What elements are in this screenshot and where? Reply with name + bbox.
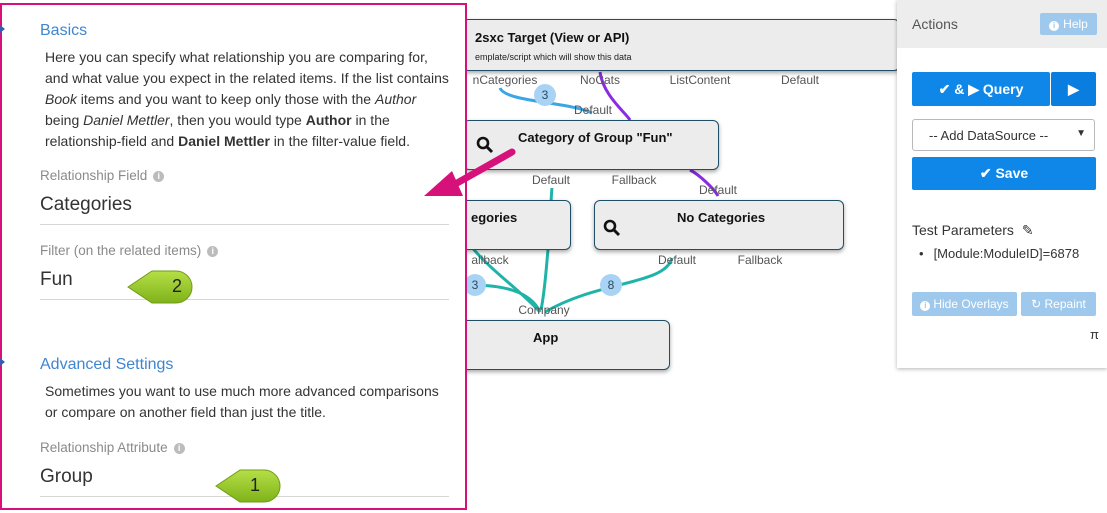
test-parameter-item: •[Module:ModuleID]=6878: [919, 246, 1080, 261]
target-port-listcontent: ListContent: [669, 73, 731, 87]
advanced-description: Sometimes you want to use much more adva…: [45, 383, 439, 420]
connection-count-badge: 3: [534, 84, 556, 106]
repaint-button[interactable]: ↻ Repaint: [1021, 292, 1096, 316]
run-query-button[interactable]: ▶: [1051, 72, 1096, 106]
category-fun-node[interactable]: Category of Group "Fun": [463, 120, 719, 170]
info-icon[interactable]: i: [153, 171, 165, 182]
callout-1: 1: [212, 466, 282, 511]
test-parameters-title: Test Parameters ✎: [912, 222, 1034, 238]
pi-easter-egg[interactable]: π: [1090, 327, 1099, 342]
filter-field-label: Filter (on the related items)i: [40, 243, 219, 258]
info-icon: i: [920, 301, 931, 311]
catfun-out-fallback: Fallback: [611, 173, 657, 187]
relationship-field-input[interactable]: Categories: [40, 194, 132, 215]
wire-teal-to-app-1: [539, 249, 550, 311]
relationship-attribute-input[interactable]: Group: [40, 466, 93, 487]
filter-value-input[interactable]: Fun: [40, 269, 73, 290]
connection-count-badge: 8: [600, 274, 622, 296]
nocat-out-fallback: Fallback: [737, 253, 783, 267]
target-port-nocats: NoCats: [579, 73, 621, 87]
info-icon[interactable]: i: [207, 246, 219, 257]
field-underline: [40, 224, 449, 225]
info-icon: i: [1049, 21, 1060, 31]
section-marker: [0, 358, 5, 366]
pipeline-canvas: 2sxc Target (View or API) emplate/script…: [420, 19, 900, 370]
search-icon: [603, 219, 621, 242]
actions-title: Actions: [912, 16, 958, 32]
basics-description: Here you can specify what relationship y…: [45, 49, 449, 149]
annotation-arrow: [424, 148, 516, 196]
wire-purple-fun: [689, 168, 720, 197]
wire-purple-nocats: [598, 71, 632, 121]
target-port-categories: nCategories: [472, 73, 538, 87]
callout-2: 2: [124, 267, 194, 312]
save-and-query-button[interactable]: ✔ & ▶ Query: [912, 72, 1050, 106]
wire-teal-nocats-to-app: [544, 257, 674, 314]
search-icon: [476, 136, 494, 159]
check-icon: ✔: [979, 165, 996, 181]
no-categories-node[interactable]: No Categories: [594, 200, 844, 250]
callout-1-number: 1: [250, 475, 261, 495]
with-categories-title: egories: [471, 210, 518, 225]
chevron-down-icon: ▼: [1076, 128, 1086, 139]
catfun-out-default: Default: [531, 173, 571, 187]
wire-teal-left-up: [468, 244, 542, 314]
section-title-advanced[interactable]: Advanced Settings: [40, 356, 174, 373]
target-port-default: Default: [780, 73, 820, 87]
target-node-subtitle: emplate/script which will show this data: [475, 52, 632, 62]
settings-form-panel: Basics Here you can specify what relatio…: [0, 3, 467, 510]
add-datasource-select[interactable]: -- Add DataSource -- ▼: [912, 119, 1095, 151]
nocat-in-port: Default: [698, 183, 738, 197]
callout-2-number: 2: [172, 276, 183, 296]
info-icon[interactable]: i: [173, 443, 185, 454]
refresh-icon: ↻: [1031, 297, 1045, 311]
target-node[interactable]: 2sxc Target (View or API) emplate/script…: [462, 19, 900, 71]
app-in-port: Company: [518, 303, 570, 317]
connection-count-badge: 3: [464, 274, 486, 296]
save-button[interactable]: ✔ Save: [912, 157, 1096, 190]
section-marker: [0, 25, 5, 33]
field-underline: [40, 299, 449, 300]
app-title: App: [533, 330, 559, 345]
check-icon: ✔: [938, 81, 955, 97]
catfun-in-port: Default: [573, 103, 613, 117]
target-node-title: 2sxc Target (View or API): [475, 30, 630, 45]
pencil-icon[interactable]: ✎: [1021, 222, 1034, 238]
no-categories-title: No Categories: [677, 210, 766, 225]
nocat-out-default: Default: [657, 253, 697, 267]
category-fun-title: Category of Group "Fun": [518, 130, 673, 145]
section-title-basics[interactable]: Basics: [40, 22, 88, 39]
withcat-out-fallback: allback: [471, 253, 509, 267]
